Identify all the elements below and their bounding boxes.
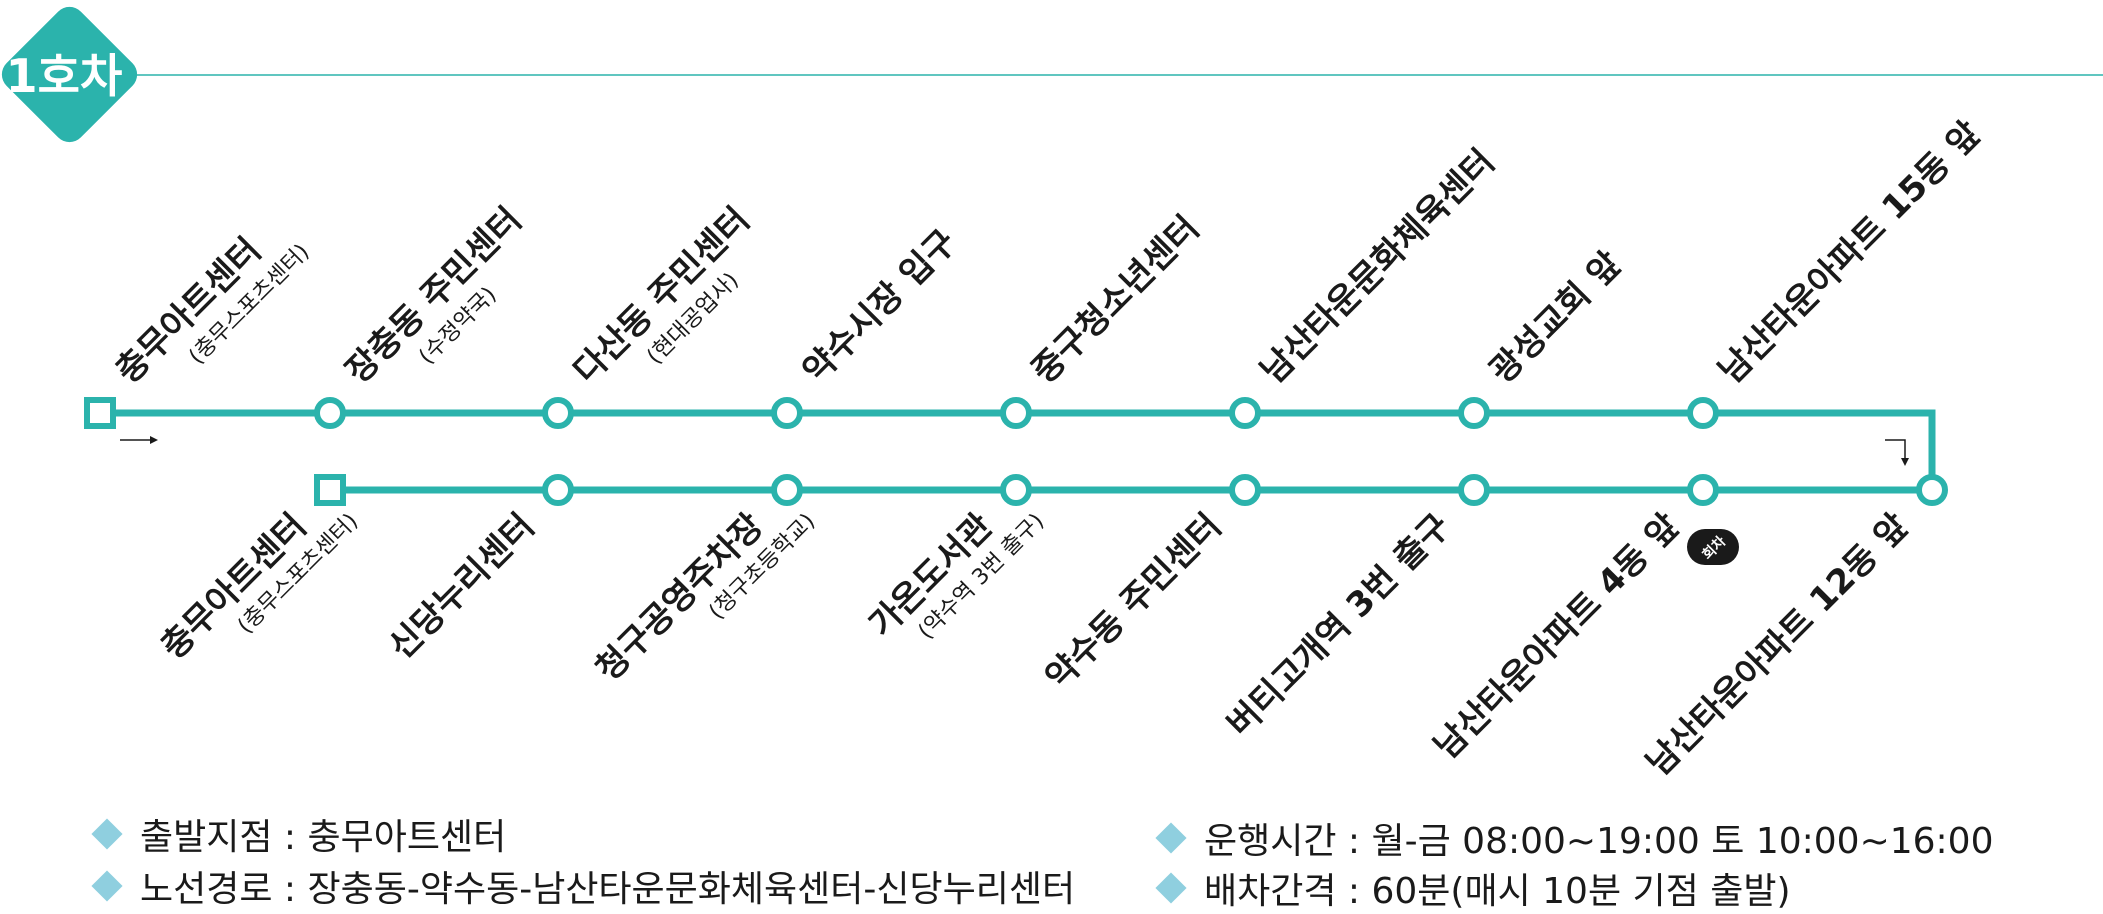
bottom-stop-label-4: 약수동 주민센터 (1038, 506, 1229, 697)
stop-name: 남산타운아파트 12동 앞 (1639, 506, 1917, 784)
badge-diamond (1, 6, 138, 143)
direction-arrow-start (120, 436, 158, 444)
stop-marker (542, 474, 574, 506)
bullet-icon (1155, 872, 1187, 904)
bullet-icon (91, 870, 123, 902)
top-stop-label-3: 약수시장 입구 (795, 222, 964, 391)
info-route: 노선경로 : 장충동-약수동-남산타운문화체육센터-신당누리센터 (91, 860, 1076, 912)
top-stop-label-7: 남산타운아파트 15동 앞 (1711, 114, 1989, 392)
stop-marker (1229, 474, 1261, 506)
bottom-stop-label-3: 가온도서관(약수역 3번 출구) (861, 506, 1049, 645)
stop-labels: 충무아트센터(충무스포츠센터)장충동 주민센터(수정약국)다산동 주민센터(현대… (108, 114, 1989, 784)
stop-name: 버티고개역 3번 출구 (1220, 506, 1459, 745)
top-stop-label-6: 광성교회 앞 (1482, 244, 1629, 391)
stop-marker (1458, 397, 1490, 429)
stop-name: 남산타운아파트 15동 앞 (1711, 114, 1989, 392)
stop-name: 남산타운문화체육센터 (1253, 142, 1502, 391)
stop-marker (1687, 474, 1719, 506)
top-stop-label-2: 다산동 주민센터(현대공업사) (566, 200, 757, 391)
turnaround-badge: 회차 (1687, 529, 1739, 565)
stop-marker (314, 397, 346, 429)
info-start-text: 출발지점 : 충무아트센터 (140, 817, 507, 858)
stop-marker (771, 397, 803, 429)
info-hours: 운행시간 : 월-금 08:00~19:00 토 10:00~16:00 (1155, 812, 1994, 864)
stop-name: 약수시장 입구 (795, 222, 964, 391)
stop-name: 신당누리센터 (381, 506, 542, 667)
stop-marker (1229, 397, 1261, 429)
bottom-stop-label-5: 버티고개역 3번 출구 (1220, 506, 1459, 745)
start-stop-marker (84, 397, 116, 429)
info-interval-text: 배차간격 : 60분(매시 10분 기점 출발) (1204, 871, 1791, 912)
direction-arrow-turn (1885, 439, 1909, 466)
stop-name: 광성교회 앞 (1482, 244, 1629, 391)
stop-name: 중구청소년센터 (1024, 208, 1207, 391)
bottom-stop-label-0: 충무아트센터(충무스포츠센터) (153, 506, 363, 667)
info-hours-text: 운행시간 : 월-금 08:00~19:00 토 10:00~16:00 (1204, 821, 1994, 862)
stop-marker (542, 397, 574, 429)
bottom-stop-label-6: 남산타운아파트 4동 앞 (1427, 506, 1688, 767)
top-stop-label-0: 충무아트센터(충무스포츠센터) (108, 230, 314, 391)
end-stop-marker (314, 474, 346, 506)
stop-marker (1000, 474, 1032, 506)
bullet-icon (91, 818, 123, 850)
top-stop-label-1: 장충동 주민센터(수정약국) (338, 200, 529, 391)
bottom-stop-label-1: 신당누리센터 (381, 506, 542, 667)
stop-markers (84, 397, 1948, 506)
bottom-stop-label-7: 남산타운아파트 12동 앞 (1639, 506, 1917, 784)
top-stop-label-4: 중구청소년센터 (1024, 208, 1207, 391)
bullet-icon (1155, 822, 1187, 854)
stop-marker (1000, 397, 1032, 429)
stop-marker (1916, 474, 1948, 506)
top-stop-label-5: 남산타운문화체육센터 (1253, 142, 1502, 391)
route-badge: 1호차 (1, 6, 138, 143)
bottom-stop-label-2: 청구공영주차장(청구초등학교) (588, 506, 820, 689)
info-interval: 배차간격 : 60분(매시 10분 기점 출발) (1155, 862, 1791, 914)
badge-label: 1호차 (6, 49, 123, 103)
stop-marker (1687, 397, 1719, 429)
info-start: 출발지점 : 충무아트센터 (91, 808, 507, 860)
info-route-text: 노선경로 : 장충동-약수동-남산타운문화체육센터-신당누리센터 (140, 869, 1076, 910)
stop-name: 남산타운아파트 4동 앞 (1427, 506, 1688, 767)
stop-name: 약수동 주민센터 (1038, 506, 1229, 697)
stop-marker (771, 474, 803, 506)
stop-marker (1458, 474, 1490, 506)
